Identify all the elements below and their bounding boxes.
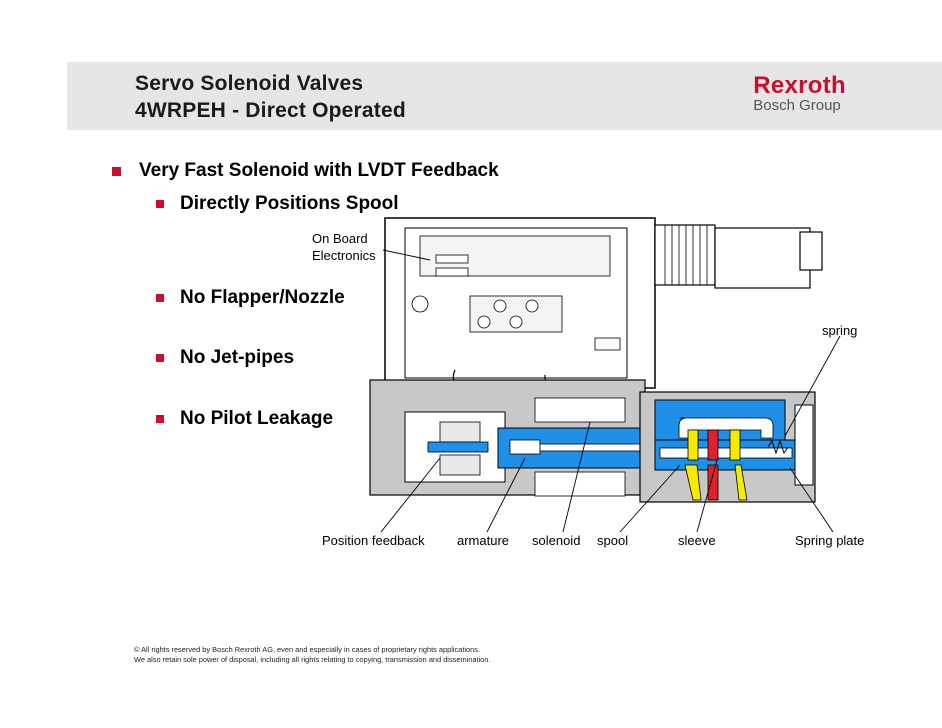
lvdt-core	[427, 441, 489, 453]
bullet-square-icon	[156, 294, 164, 302]
component	[594, 337, 621, 351]
label-spring: spring	[822, 323, 858, 338]
connector-nut	[799, 231, 823, 271]
port-yellow-lower	[734, 464, 748, 501]
bullet-main: Very Fast Solenoid with LVDT Feedback	[112, 160, 499, 182]
capacitor	[477, 315, 491, 329]
port-yellow	[687, 429, 699, 461]
bullet-sub-2: No Flapper/Nozzle	[156, 287, 345, 309]
coil-winding-top	[534, 397, 626, 423]
brand-name: Rexroth	[753, 72, 846, 99]
bullet-sub-text: No Pilot Leakage	[180, 408, 334, 429]
bullet-main-text: Very Fast Solenoid with LVDT Feedback	[139, 160, 499, 181]
label-solenoid: solenoid	[532, 533, 581, 548]
bullet-sub-text: No Flapper/Nozzle	[180, 287, 345, 308]
port-red	[707, 429, 719, 461]
label-spring-plate: Spring plate	[795, 533, 865, 548]
label-spool: spool	[597, 533, 629, 548]
label-position-feedback: Position feedback	[322, 533, 425, 548]
bullet-square-icon	[112, 166, 121, 176]
slide-title-line2: 4WRPEH - Direct Operated	[135, 99, 406, 122]
connector-ribs	[654, 224, 716, 286]
spring	[767, 439, 789, 455]
capacitor	[509, 315, 523, 329]
ic-chip	[435, 254, 469, 264]
label-on-board-line1: On Board	[312, 231, 368, 246]
end-cap	[794, 404, 814, 486]
header-band	[67, 62, 942, 130]
label-on-board-line2: Electronics	[312, 248, 376, 263]
port-red-lower	[707, 464, 719, 501]
bullet-sub-text: No Jet-pipes	[180, 347, 295, 368]
label-armature: armature	[457, 533, 510, 548]
bullet-sub-1: Directly Positions Spool	[156, 193, 399, 215]
connector-body	[714, 227, 811, 289]
brand-group: Bosch Group	[753, 97, 841, 114]
bullet-square-icon	[156, 200, 164, 208]
bullet-square-icon	[156, 415, 164, 423]
label-sleeve: sleeve	[678, 533, 716, 548]
lvdt-coil	[439, 421, 481, 443]
leader-lines	[380, 249, 841, 533]
connector-grip	[664, 225, 708, 285]
bullet-sub-4: No Pilot Leakage	[156, 408, 333, 430]
internal-passage	[678, 417, 774, 439]
ic-chip	[435, 267, 469, 277]
capacitor	[411, 295, 429, 313]
copyright-notice: © All rights reserved by Bosch Rexroth A…	[134, 645, 490, 665]
lvdt-coil	[439, 454, 481, 476]
bullet-sub-text: Directly Positions Spool	[180, 193, 399, 214]
port-yellow	[729, 429, 741, 461]
copyright-line2: We also retain sole power of disposal, i…	[134, 655, 491, 664]
capacitor	[493, 299, 507, 313]
capacitor	[525, 299, 539, 313]
bullet-sub-3: No Jet-pipes	[156, 347, 294, 369]
spool	[659, 447, 793, 459]
bullet-square-icon	[156, 354, 164, 362]
port-yellow-lower	[684, 464, 702, 501]
copyright-line1: © All rights reserved by Bosch Rexroth A…	[134, 645, 480, 654]
rexroth-logo: Rexroth Bosch Group	[753, 74, 846, 114]
slide-title-line1: Servo Solenoid Valves	[135, 72, 364, 95]
coil-winding-bottom	[534, 471, 626, 497]
armature	[509, 439, 541, 455]
